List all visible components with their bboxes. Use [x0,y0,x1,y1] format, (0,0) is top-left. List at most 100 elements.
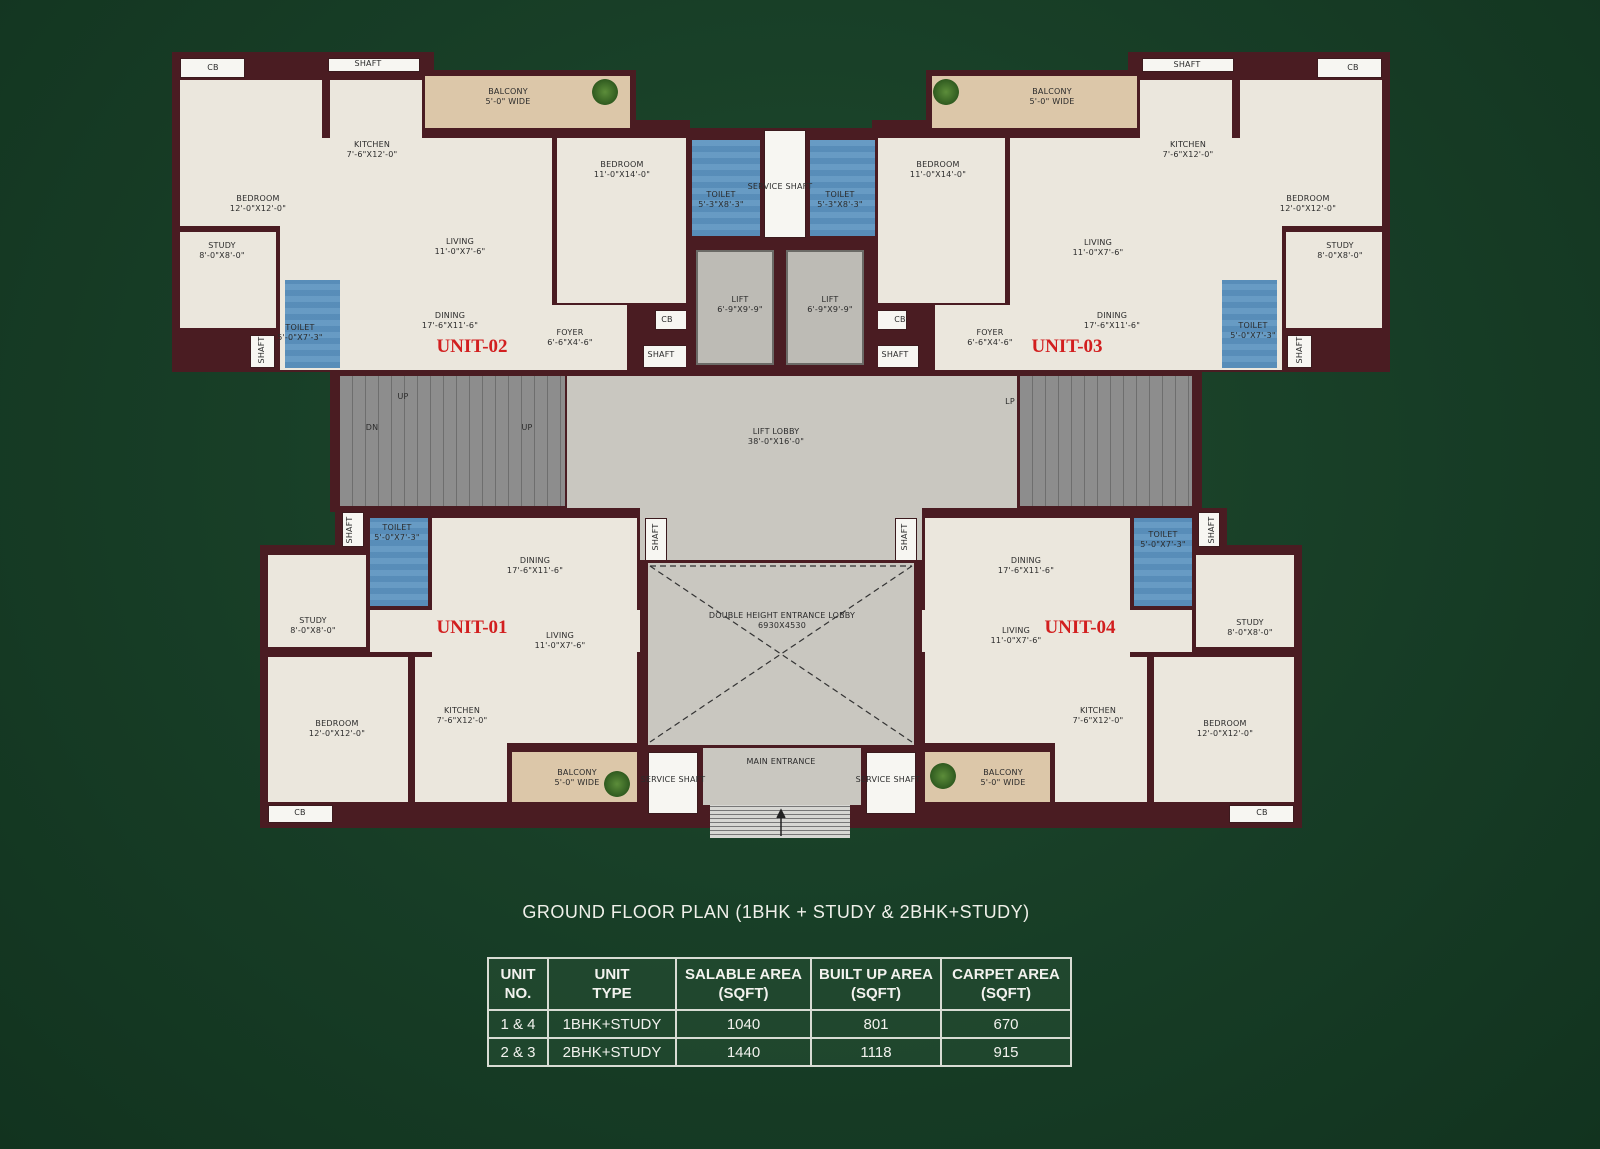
room-dimensions: 6'-6"X4'-6" [547,338,593,347]
room-dimensions: 7'-6"X12'-0" [1162,150,1214,159]
room-name: LP [1005,397,1015,406]
foyer-floor [935,305,1010,370]
cell-unit-no: 1 & 4 [487,1009,549,1039]
cell-built-up-area: 801 [810,1009,942,1039]
room-dimensions: 12'-0"X12'-0" [1279,204,1337,213]
room-name: CB [661,315,673,324]
cell-built-up-area: 1118 [810,1037,942,1067]
cell-salable-area: 1040 [675,1009,812,1039]
room-dimensions: 17'-6"X11'-6" [506,566,564,575]
room-dimensions: 12'-0"X12'-0" [229,204,287,213]
room-dimensions: 11'-0"X7'-6" [534,641,586,650]
room-name: DINING [1010,556,1042,565]
bedroom-floor [268,657,408,802]
room-name: LIFT [731,295,749,304]
toilet-floor [810,140,875,236]
room-name: BALCONY [1032,87,1072,96]
cb-cabinet [180,58,245,78]
plant-icon [592,79,618,105]
room-name: CB [294,808,306,817]
bedroom-floor [1154,657,1294,802]
lift-car [696,250,774,365]
room-name: BEDROOM [236,194,280,203]
room-name: STUDY [299,616,327,625]
room-name: LIFT [821,295,839,304]
plant-icon [933,79,959,105]
room-dimensions: 6930X4530 [757,621,806,630]
study-floor [1286,232,1382,328]
room-name: SERVICE SHAFT [855,775,921,784]
table-row: 1 & 4 1BHK+STUDY 1040 801 670 [487,1009,1072,1039]
toilet-floor [692,140,760,236]
room-name: SERVICE SHAFT [640,775,706,784]
room-label: CB [294,808,305,818]
room-name: CB [894,315,906,324]
shaft [1198,512,1220,547]
room-dimensions: 7'-6"X12'-0" [1072,716,1124,725]
shaft [1287,335,1312,368]
room-dimensions: 12'-0"X12'-0" [1196,729,1254,738]
room-dimensions: 11'-0"X7'-6" [990,636,1042,645]
room-dimensions: 17'-6"X11'-6" [421,321,479,330]
room-dimensions: 5'-3"X8'-3" [817,200,863,209]
cell-carpet-area: 915 [940,1037,1072,1067]
service-shaft [648,752,698,814]
room-label: LP [1005,397,1015,407]
entrance-lobby-floor [648,563,914,745]
room-dimensions: 5'-3"X8'-3" [698,200,744,209]
room-name: DN [365,423,379,432]
shaft [1142,58,1234,72]
main-entrance-floor [703,748,861,805]
room-name: SHAFT [647,350,675,359]
room-label: CB [1347,63,1358,73]
shaft [342,512,364,547]
room-dimensions: 8'-0"X8'-0" [199,251,245,260]
room-dimensions: 38'-0"X16'-0" [747,437,805,446]
unit-label: UNIT-04 [1044,617,1116,638]
room-dimensions: 11'-0"X14'-0" [909,170,967,179]
cell-unit-type: 2BHK+STUDY [547,1037,677,1067]
passage-floor [370,610,640,652]
room-dimensions: 11'-0"X14'-0" [593,170,651,179]
plant-icon [604,771,630,797]
room-dimensions: 7'-6"X12'-0" [436,716,488,725]
room-name: STUDY [1326,241,1354,250]
service-shaft [866,752,916,814]
toilet-floor [1222,280,1277,368]
room-dimensions: 5'-0" WIDE [485,97,531,106]
room-label: CB [1256,808,1267,818]
room-name: TOILET [1238,321,1268,330]
room-name: UP [397,392,409,401]
kitchen-floor [1055,657,1147,802]
room-label: SERVICE SHAFT [641,775,706,785]
room-name: DINING [1096,311,1128,320]
room-dimensions: 11'-0"X7'-6" [1072,248,1124,257]
room-label: UP [397,392,408,402]
room-name: CB [1347,63,1359,72]
room-label: CB [894,315,905,325]
room-name: CB [207,63,219,72]
room-dimensions: 8'-0"X8'-0" [1317,251,1363,260]
cb-cabinet [1317,58,1382,78]
room-dimensions: 5'-0" WIDE [554,778,600,787]
